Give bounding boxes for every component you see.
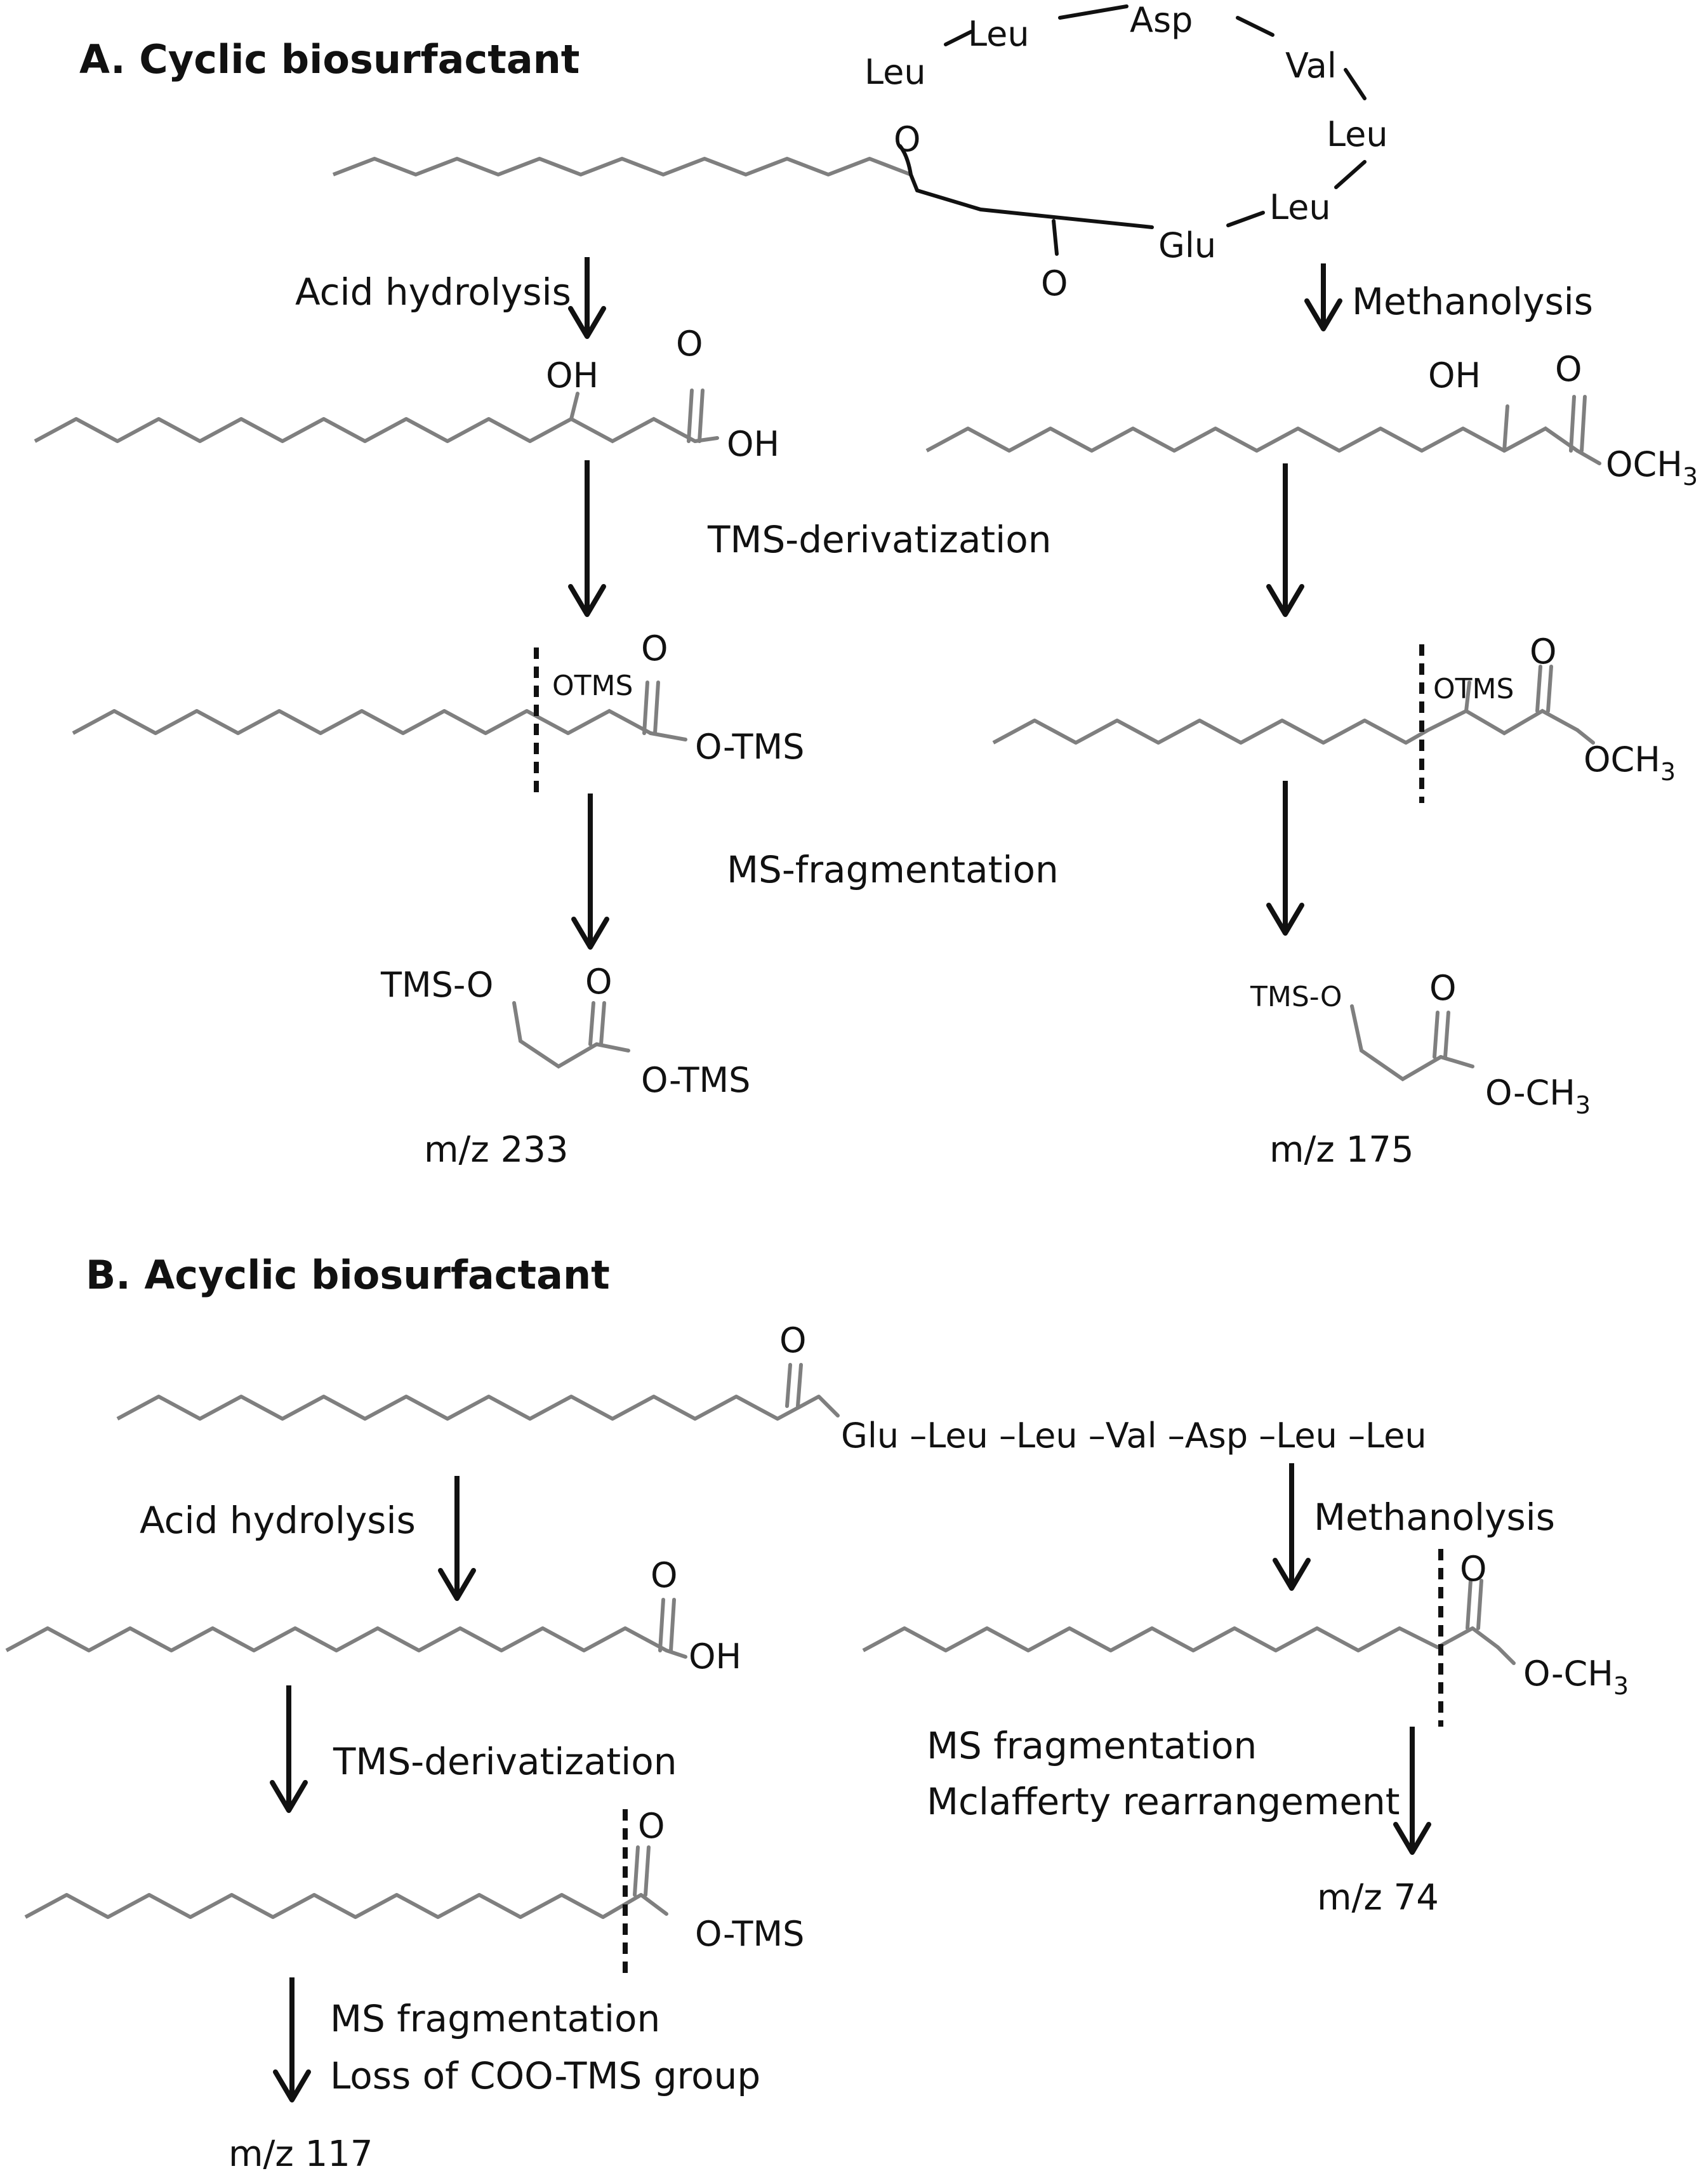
section-b-title: B. Acyclic biosurfactant <box>86 1252 610 1298</box>
step-acid-hydrolysis: Acid hydrolysis <box>295 270 571 314</box>
otms-label: OTMS <box>552 670 633 702</box>
arrow-down <box>275 1977 308 2100</box>
carbonyl-oxygen: O <box>1041 263 1068 303</box>
frag-carbonyl-o-right: O <box>1429 968 1457 1008</box>
och3-sub: 3 <box>1683 463 1698 491</box>
frag-tms-o: TMS-O <box>380 965 493 1005</box>
ester-carbonyl-o-right: O <box>1555 349 1582 389</box>
step-ms-fragmentation-b-line1: MS fragmentation <box>330 1997 660 2040</box>
och3-text: OCH <box>1606 444 1683 484</box>
step-ms-fragmentation-b-right-line1: MS fragmentation <box>927 1724 1257 1767</box>
o-tms-end: O-TMS <box>695 727 804 767</box>
step-acid-hydrolysis-b: Acid hydrolysis <box>140 1499 416 1542</box>
frag-och3-text: O-CH <box>1485 1073 1575 1113</box>
cyclic-lipid-chain <box>332 157 912 176</box>
residue-glu: Glu <box>1158 225 1216 265</box>
hydroxyl-label: OH <box>546 355 599 395</box>
frag-carbonyl-o: O <box>585 962 612 1002</box>
frag-och3-sub: 3 <box>1575 1091 1591 1119</box>
och3-label: OCH3 <box>1606 444 1698 491</box>
arrow-down <box>440 1476 473 1598</box>
fatty-acid <box>5 1598 687 1659</box>
tms-ester <box>24 1809 668 1981</box>
peptide-ring-bonds <box>898 4 1367 256</box>
arrow-down <box>1269 463 1302 614</box>
fame-och3-sub: 3 <box>1613 1672 1629 1700</box>
arrow-down <box>1307 263 1340 329</box>
fatty-acid-oh: OH <box>689 1637 741 1677</box>
frag-och3: O-CH3 <box>1485 1073 1591 1119</box>
fragment-175 <box>1350 1004 1474 1082</box>
hydroxyl-label-right: OH <box>1428 355 1481 395</box>
step-tms-derivatization-b: TMS-derivatization <box>333 1740 677 1783</box>
acyl-carbonyl-o: O <box>779 1320 807 1360</box>
acyl-chain <box>116 1363 840 1421</box>
step-ms-fragmentation-b-right-line2: Mclafferty rearrangement <box>927 1780 1400 1823</box>
fame-carbonyl-o: O <box>1460 1549 1487 1589</box>
mz-117: m/z 117 <box>228 2134 373 2175</box>
ester-o-label: O <box>641 628 668 668</box>
hydroxy-fatty-acid <box>34 388 719 444</box>
arrow-down <box>1396 1727 1429 1852</box>
acid-oh-label: OH <box>727 424 779 464</box>
ester-oxygen: O <box>894 119 921 159</box>
residue-leu-3: Leu <box>1327 114 1388 154</box>
peptide-sequence: Glu –Leu –Leu –Val –Asp –Leu –Leu <box>841 1416 1427 1456</box>
frag-o-tms: O-TMS <box>641 1060 750 1100</box>
residue-leu-4: Leu <box>1269 187 1331 227</box>
fame-och3: O-CH3 <box>1523 1654 1629 1700</box>
frag-tms-o-right: TMS-O <box>1250 981 1342 1013</box>
carbonyl-o-right: O <box>1530 632 1557 672</box>
section-a-title: A. Cyclic biosurfactant <box>79 36 579 83</box>
och3-text-2: OCH <box>1584 740 1660 780</box>
arrow-down <box>1269 781 1302 933</box>
step-methanolysis: Methanolysis <box>1352 280 1593 323</box>
fragment-233 <box>512 1001 630 1069</box>
residue-leu-2: Leu <box>968 14 1029 54</box>
och3-sub-2: 3 <box>1660 758 1676 786</box>
arrow-down <box>574 794 607 947</box>
tms-ester-o: O <box>638 1806 665 1846</box>
fatty-acid-methyl-ester <box>862 1549 1516 1727</box>
tms-methyl-ester <box>992 644 1595 803</box>
mz-74: m/z 74 <box>1317 1877 1439 1918</box>
mz-175: m/z 175 <box>1269 1129 1414 1171</box>
step-ms-fragmentation-b-line2: Loss of COO-TMS group <box>330 2054 760 2097</box>
hydroxy-methyl-ester <box>925 395 1601 465</box>
step-tms-derivatization: TMS-derivatization <box>707 518 1051 561</box>
arrow-down <box>571 460 604 614</box>
fame-och3-text: O-CH <box>1523 1654 1613 1694</box>
otms-label-right: OTMS <box>1433 673 1514 705</box>
step-methanolysis-b: Methanolysis <box>1314 1496 1555 1539</box>
och3-label-2: OCH3 <box>1584 740 1676 786</box>
residue-asp: Asp <box>1130 0 1193 40</box>
acid-carbonyl-o: O <box>676 324 703 364</box>
fatty-acid-o: O <box>651 1555 678 1595</box>
tms-derivative <box>72 647 687 797</box>
step-ms-fragmentation: MS-fragmentation <box>727 848 1059 891</box>
tms-ester-end: O-TMS <box>695 1914 804 1954</box>
arrow-down <box>1275 1463 1308 1588</box>
arrow-down <box>571 257 604 336</box>
residue-leu-1: Leu <box>864 52 926 92</box>
arrow-down <box>272 1685 305 1810</box>
mz-233: m/z 233 <box>424 1129 569 1171</box>
residue-val: Val <box>1285 46 1337 86</box>
